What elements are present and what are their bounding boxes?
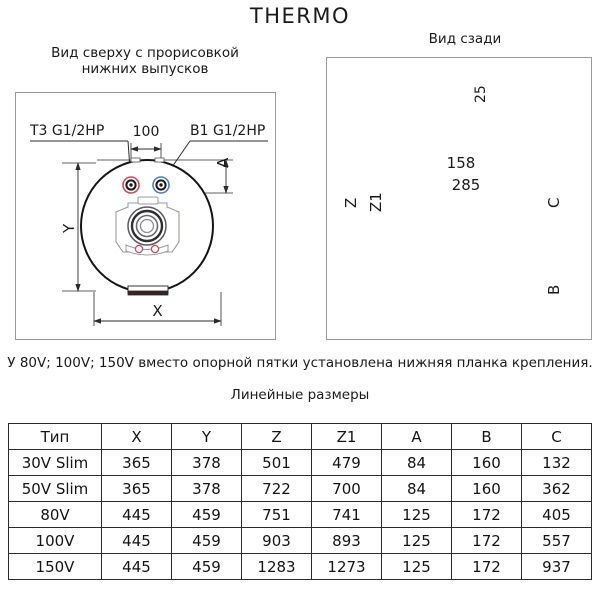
table-row: 30V Slim 365 378 501 479 84 160 132 [8, 449, 592, 476]
table-cell: 501 [241, 449, 312, 476]
label-bracket-outer: 285 [451, 176, 481, 194]
table-header-cell: B [451, 423, 522, 450]
indicator-left-icon [134, 244, 144, 254]
table-cell-type: 50V Slim [8, 475, 102, 502]
label-dim-x: X [152, 302, 163, 320]
table-header-cell: X [101, 423, 172, 450]
table-cell: 172 [451, 553, 522, 580]
port-t3-icon [122, 176, 140, 194]
label-dim-c: C [545, 197, 563, 208]
port-b1-icon [152, 176, 170, 194]
table-cell: 893 [311, 527, 382, 554]
rear-view-title: Вид сзади [428, 31, 502, 47]
table-header-cell: Z [241, 423, 312, 450]
table-cell: 160 [451, 475, 522, 502]
table-cell: 445 [101, 527, 172, 554]
table-cell: 937 [521, 553, 592, 580]
table-cell: 722 [241, 475, 312, 502]
table-cell: 1283 [241, 553, 312, 580]
table-cell: 445 [101, 553, 172, 580]
table-cell: 84 [381, 475, 452, 502]
table-cell: 751 [241, 501, 312, 528]
table-cell: 378 [171, 475, 242, 502]
table-cell: 459 [171, 553, 242, 580]
label-dim-a: A [214, 157, 232, 168]
table-header-cell: Тип [8, 423, 102, 450]
table-cell: 84 [381, 449, 452, 476]
label-dim-z1: Z1 [367, 192, 385, 212]
table-cell: 378 [171, 449, 242, 476]
table-row: 50V Slim 365 378 722 700 84 160 362 [8, 475, 592, 502]
label-dim-z: Z [342, 197, 360, 208]
table-row: 100V 445 459 903 893 125 172 557 [8, 527, 592, 554]
label-port-t3: T3 G1/2HP [30, 123, 105, 139]
table-cell: 557 [521, 527, 592, 554]
page-title: THERMO [249, 4, 351, 28]
top-view-title: Вид сверху с прорисовкой нижних выпусков [15, 45, 275, 77]
table-cell: 405 [521, 501, 592, 528]
footnote: У 80V; 100V; 150V вместо опорной пятки у… [7, 355, 593, 371]
label-port-spacing: 100 [132, 124, 160, 140]
table-caption: Линейные размеры [230, 387, 370, 403]
table-cell: 459 [171, 527, 242, 554]
table-header-cell: Y [171, 423, 242, 450]
table-header-cell: C [521, 423, 592, 450]
table-cell: 479 [311, 449, 382, 476]
table-cell-type: 80V [8, 501, 102, 528]
table-cell: 445 [101, 501, 172, 528]
label-dim-b: B [545, 284, 563, 295]
table-header-cell: A [381, 423, 452, 450]
table-cell: 365 [101, 475, 172, 502]
table-cell: 125 [381, 501, 452, 528]
table-cell: 365 [101, 449, 172, 476]
table-cell: 362 [521, 475, 592, 502]
table-cell: 125 [381, 553, 452, 580]
table-cell-type: 30V Slim [8, 449, 102, 476]
table-cell: 172 [451, 527, 522, 554]
indicator-right-icon [150, 244, 160, 254]
label-port-b1: B1 G1/2HP [190, 123, 266, 139]
table-cell-type: 100V [8, 527, 102, 554]
table-cell: 132 [521, 449, 592, 476]
table-cell: 903 [241, 527, 312, 554]
rear-view-panel [326, 57, 592, 340]
top-view-drawing [30, 140, 268, 326]
table-cell-type: 150V [8, 553, 102, 580]
table-cell: 700 [311, 475, 382, 502]
table-header-row: Тип X Y Z Z1 A B C [8, 423, 592, 450]
table-cell: 1273 [311, 553, 382, 580]
table-cell: 459 [171, 501, 242, 528]
label-bracket-inner: 158 [446, 154, 476, 172]
top-view-title-line1: Вид сверху с прорисовкой [51, 45, 239, 61]
table-row: 80V 445 459 751 741 125 172 405 [8, 501, 592, 528]
linear-dimensions-table: Тип X Y Z Z1 A B C 30V Slim 365 378 501 … [8, 423, 592, 580]
table-cell: 741 [311, 501, 382, 528]
label-dim-y: Y [60, 223, 78, 233]
table-cell: 172 [451, 501, 522, 528]
top-view-title-line2: нижних выпусков [81, 61, 209, 77]
table-cell: 125 [381, 527, 452, 554]
table-header-cell: Z1 [311, 423, 382, 450]
table-cell: 160 [451, 449, 522, 476]
label-bracket-thickness: 25 [473, 85, 489, 103]
table-row: 150V 445 459 1283 1273 125 172 937 [8, 553, 592, 580]
